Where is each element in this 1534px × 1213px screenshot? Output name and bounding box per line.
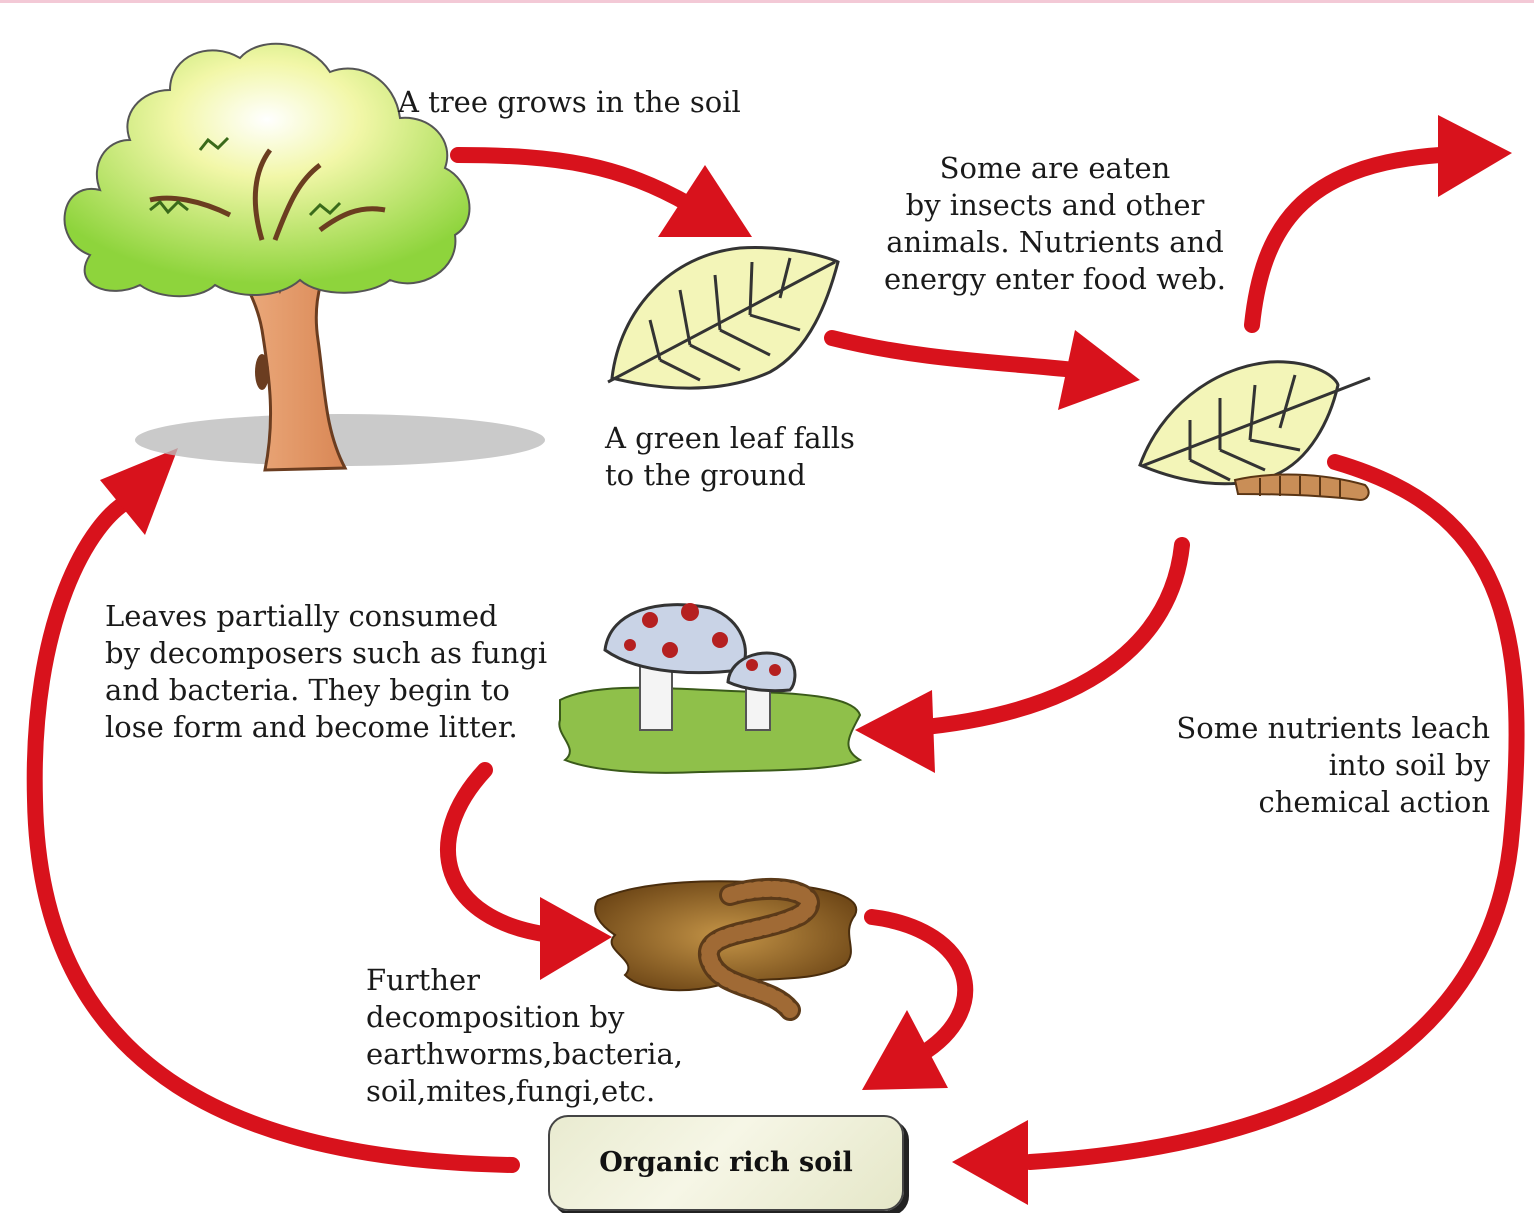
further-label-line: earthworms,bacteria, xyxy=(366,1037,683,1071)
eaten-label-line: animals. Nutrients and xyxy=(886,225,1224,259)
green-leaf-label-line: to the ground xyxy=(605,458,806,492)
further-label-line: soil,mites,fungi,etc. xyxy=(366,1074,656,1108)
arrow-to-earthworms xyxy=(440,762,612,980)
organic-soil-label: Organic rich soil xyxy=(599,1147,853,1178)
top-border xyxy=(0,0,1534,3)
decomposers-label-line: Leaves partially consumed xyxy=(105,599,498,633)
further-label: Further decomposition by earthworms,bact… xyxy=(366,962,683,1110)
leach-label-line: chemical action xyxy=(1258,785,1490,819)
eaten-leaf-icon xyxy=(1138,360,1371,486)
decomposers-label-line: and bacteria. They begin to xyxy=(105,673,510,707)
decomposers-label-line: lose form and become litter. xyxy=(105,710,518,744)
leach-label-line: Some nutrients leach xyxy=(1176,711,1490,745)
green-leaf-icon xyxy=(607,246,840,390)
arrow-leach-to-soil xyxy=(952,454,1525,1205)
green-leaf-label: A green leaf falls to the ground xyxy=(605,420,855,494)
further-label-line: Further xyxy=(366,963,481,997)
tree-label-line: A tree grows in the soil xyxy=(398,85,741,119)
arrow-tree-to-leaf xyxy=(450,147,752,237)
arrow-soil-to-tree xyxy=(26,448,520,1173)
arrow-earthworms-to-soil xyxy=(862,909,974,1090)
tree-label: A tree grows in the soil xyxy=(398,84,741,121)
leach-label-line: into soil by xyxy=(1328,748,1490,782)
eaten-label: Some are eaten by insects and other anim… xyxy=(860,150,1250,298)
leach-label: Some nutrients leach into soil by chemic… xyxy=(1120,710,1490,821)
further-label-line: decomposition by xyxy=(366,1000,625,1034)
eaten-label-line: Some are eaten xyxy=(939,151,1171,185)
decomposers-label: Leaves partially consumed by decomposers… xyxy=(105,598,547,746)
arrow-to-food-web xyxy=(1244,115,1512,333)
decomposers-label-line: by decomposers such as fungi xyxy=(105,636,548,670)
eaten-label-line: by insects and other xyxy=(905,188,1205,222)
organic-soil-box: Organic rich soil xyxy=(548,1115,904,1211)
green-leaf-label-line: A green leaf falls xyxy=(605,421,855,455)
tree-icon xyxy=(63,42,545,472)
eaten-label-line: energy enter food web. xyxy=(884,262,1226,296)
earthworm-icon xyxy=(594,877,858,1021)
arrow-to-decomposers xyxy=(855,537,1190,773)
caterpillar-icon xyxy=(1233,473,1370,502)
arrow-leaf-to-eaten-leaf xyxy=(824,330,1140,410)
mushroom-icon xyxy=(558,603,863,774)
